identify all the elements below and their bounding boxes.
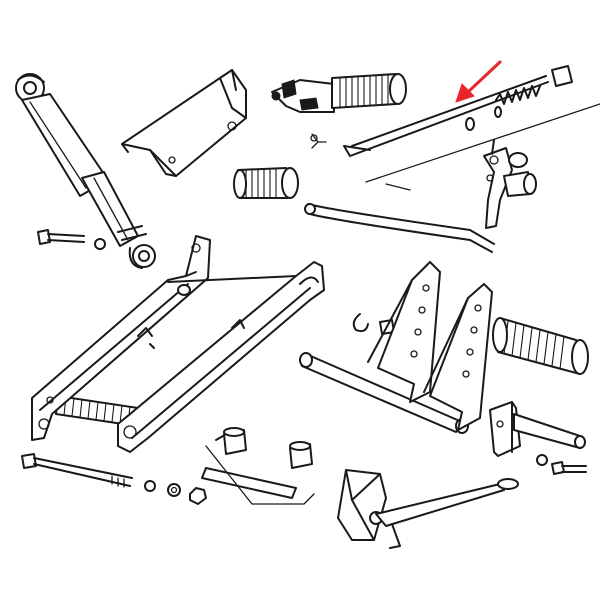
roller-icon [233, 167, 299, 199]
swing-arm-icon [31, 235, 325, 453]
bushing-icon [551, 65, 573, 87]
clip-icon [311, 133, 327, 149]
circlip-icon [352, 313, 369, 333]
throttle-grip-icon [271, 73, 407, 113]
chain-guard-icon [121, 69, 247, 177]
rod-spring-icon [310, 65, 573, 157]
shock-absorber-icon [15, 73, 156, 269]
footrest-mount-icon [489, 401, 586, 457]
side-stand-icon [337, 469, 519, 549]
fastener-icon [21, 229, 587, 505]
footrest-rubber-icon [492, 317, 589, 375]
pedal-lever-icon [304, 139, 537, 253]
highlight-arrow-icon [455, 60, 502, 103]
footrest-bracket-icon [299, 261, 493, 434]
frame-outline [365, 103, 600, 191]
pivot-bush-icon [201, 427, 315, 505]
